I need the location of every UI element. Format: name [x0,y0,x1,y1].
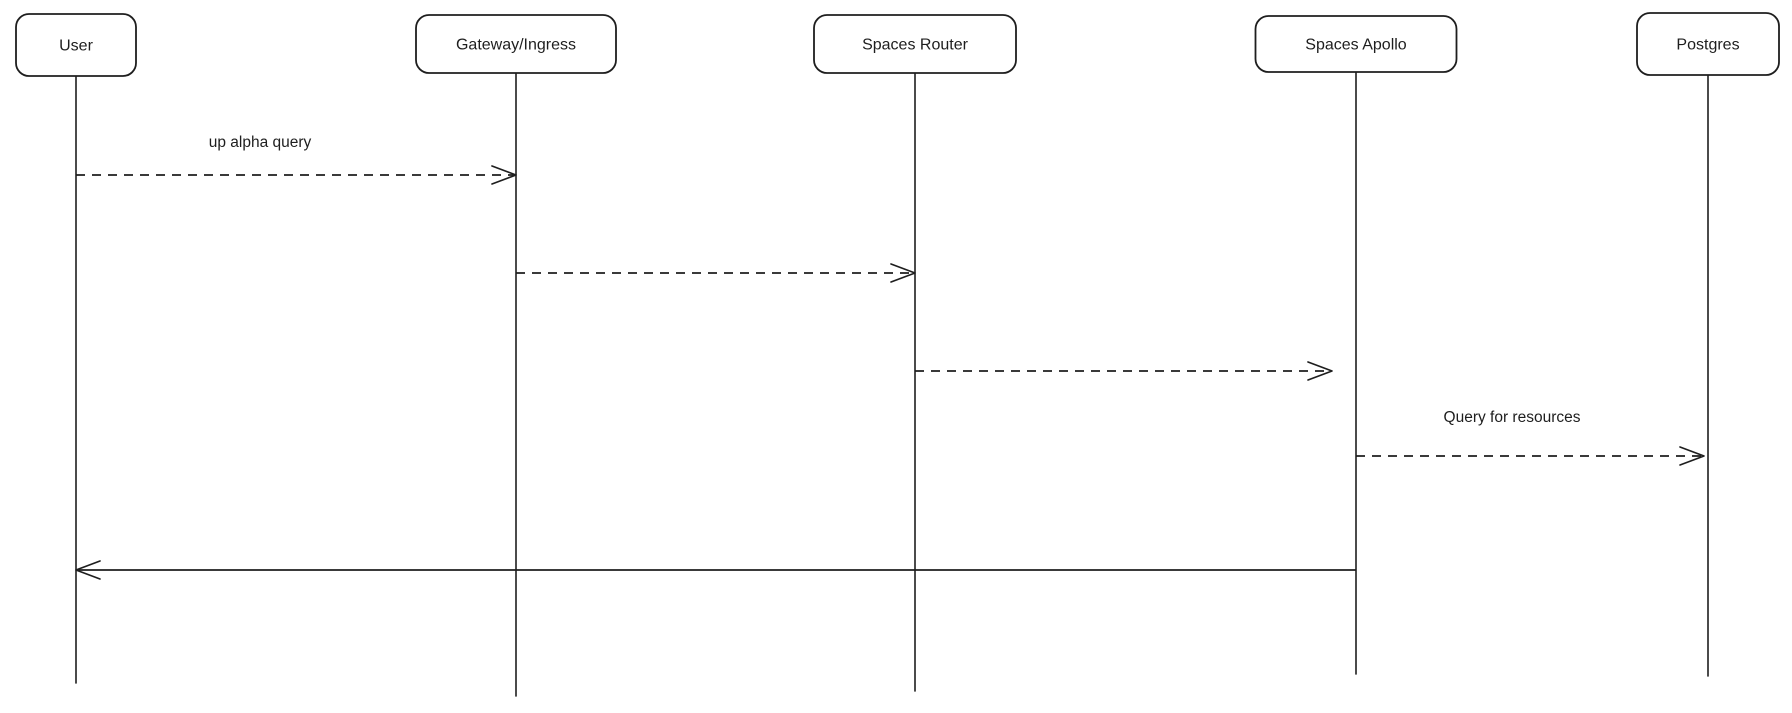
arrowhead-icon [491,165,517,185]
actor-router: Spaces Router [813,14,1017,692]
message-gateway-to-router [516,263,916,283]
actor-label-router: Spaces Router [862,37,969,54]
message-apollo-to-postgres: Query for resources [1356,409,1705,466]
actor-box-apollo [1254,15,1458,73]
actor-label-postgres: Postgres [1676,37,1739,54]
arrowhead-icon [75,560,101,580]
message-label-user-to-gateway: up alpha query [209,134,312,151]
actor-box-user [15,13,137,77]
arrowhead-icon [890,263,916,283]
arrowhead-icon [1679,446,1705,466]
message-apollo-to-user [75,560,1356,580]
actor-box-postgres [1636,12,1780,76]
actor-postgres: Postgres [1636,12,1780,677]
actor-box-router [813,14,1017,74]
actor-label-apollo: Spaces Apollo [1305,37,1407,54]
message-label-apollo-to-postgres: Query for resources [1444,409,1581,426]
actor-label-gateway: Gateway/Ingress [456,37,576,54]
actor-user: User [15,13,137,684]
actor-box-gateway [415,14,617,74]
message-router-to-apollo [915,361,1333,381]
actor-apollo: Spaces Apollo [1254,15,1458,675]
actor-label-user: User [59,38,93,55]
message-user-to-gateway: up alpha query [76,134,517,185]
arrowhead-icon [1307,361,1333,381]
actor-gateway: Gateway/Ingress [415,14,617,697]
